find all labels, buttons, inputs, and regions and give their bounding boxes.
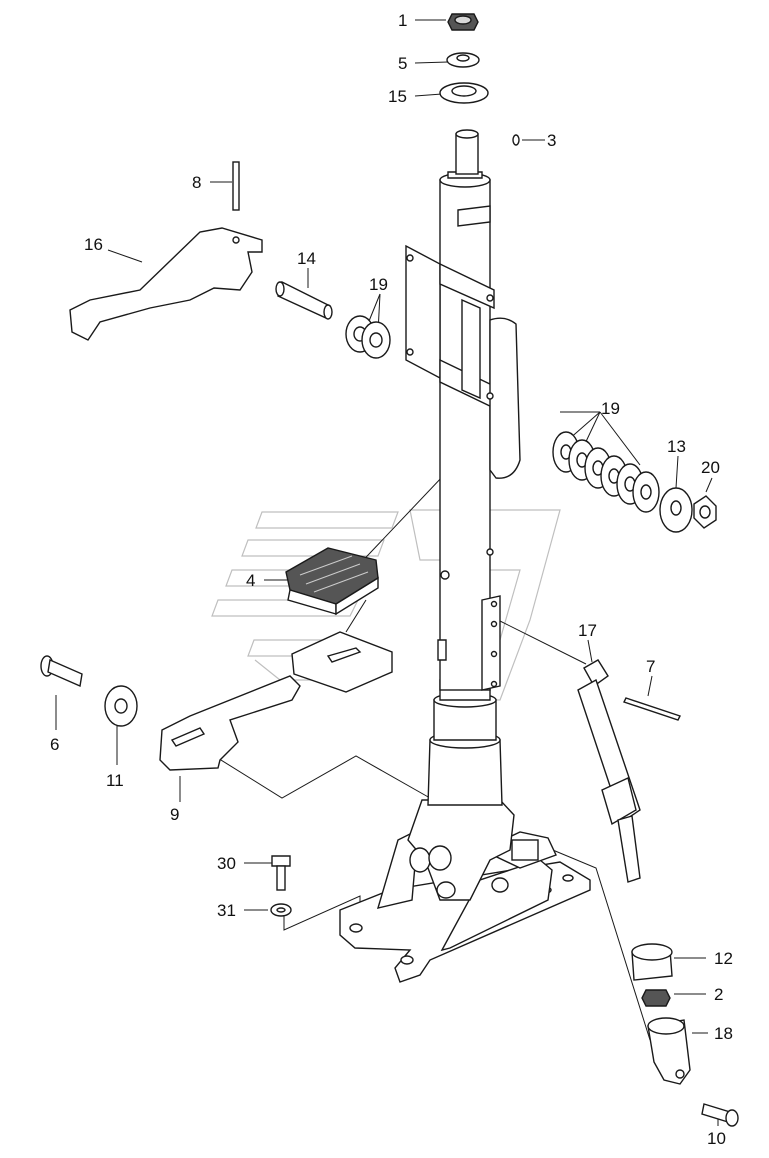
column-top-shaft	[447, 129, 520, 179]
callout-12: 12	[714, 949, 733, 968]
callout-20: 20	[701, 458, 720, 477]
column-bracket	[405, 244, 521, 479]
callout-30: 30	[217, 854, 236, 873]
callout-labels: 1 5 15 3 8 16 14 19 19 13 20 4 17 7 6 11…	[50, 11, 733, 1148]
callout-3: 3	[547, 131, 556, 150]
callout-2: 2	[714, 985, 723, 1004]
pedal-pad	[285, 547, 379, 616]
base-plate	[339, 828, 591, 983]
lower-column-sleeve	[427, 679, 503, 806]
pivot-pin	[275, 280, 333, 320]
handle-arm	[69, 161, 263, 341]
pedal-lever	[159, 631, 393, 771]
top-nut-and-washers	[439, 13, 489, 104]
callout-16: 16	[84, 235, 103, 254]
gas-spring	[577, 659, 681, 883]
callout-5: 5	[398, 54, 407, 73]
lower-mount-parts	[631, 943, 739, 1127]
small-bolt-and-washer	[270, 855, 292, 917]
callout-9: 9	[170, 805, 179, 824]
callout-4: 4	[246, 571, 255, 590]
spacer-washers-left	[345, 315, 391, 359]
callout-19-left: 19	[369, 275, 388, 294]
callout-13: 13	[667, 437, 686, 456]
bolt-and-washer-left	[40, 655, 138, 727]
callout-19-right: 19	[601, 399, 620, 418]
spacer-washers-right	[552, 431, 717, 533]
callout-7: 7	[646, 657, 655, 676]
callout-10: 10	[707, 1129, 726, 1148]
callout-15: 15	[388, 87, 407, 106]
leader-lines	[55, 19, 719, 1126]
callout-31: 31	[217, 901, 236, 920]
callout-17: 17	[578, 621, 597, 640]
callout-1: 1	[398, 11, 407, 30]
callout-11: 11	[106, 771, 124, 790]
callout-6: 6	[50, 735, 59, 754]
steering-column	[437, 172, 501, 691]
callout-8: 8	[192, 173, 201, 192]
callout-14: 14	[297, 249, 316, 268]
pivot-yoke	[407, 799, 539, 901]
callout-18: 18	[714, 1024, 733, 1043]
